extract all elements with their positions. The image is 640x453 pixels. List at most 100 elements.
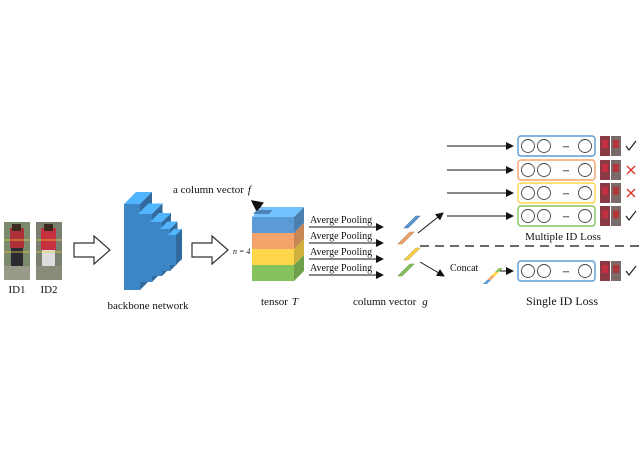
thumbnail-b-shirt xyxy=(613,140,619,148)
id2-label: ID2 xyxy=(40,284,57,296)
neuron-circle-2 xyxy=(537,264,551,278)
neuron-circle-3 xyxy=(578,264,592,278)
tensor-side-yellow xyxy=(294,239,304,265)
concat-label: Concat xyxy=(450,263,479,274)
backbone-block-front-3 xyxy=(150,222,162,276)
check-icon xyxy=(625,140,637,151)
tensor-stripe-yellow xyxy=(252,249,294,265)
person-image-id2 xyxy=(36,222,62,280)
backbone-block-top-4 xyxy=(160,221,178,229)
neuron-circle-1 xyxy=(521,139,535,153)
cross-icon xyxy=(626,165,636,175)
loss-row-1: ••• xyxy=(517,135,637,157)
neuron-circle-1 xyxy=(521,163,535,177)
single-loss-label: Single ID Loss xyxy=(526,294,598,308)
vector-f-strip xyxy=(253,210,273,214)
ellipsis-label: ••• xyxy=(563,145,569,151)
id1-label: ID1 xyxy=(8,284,25,296)
neuron-circle-2 xyxy=(537,139,551,153)
ellipsis-label: ••• xyxy=(563,270,569,276)
thumbnail-a-shirt xyxy=(602,140,608,148)
n-label: n = 4 xyxy=(233,247,250,256)
thumbnail-b-shirt xyxy=(613,164,619,172)
vector-g-orange xyxy=(397,231,415,245)
loss-row-box xyxy=(517,182,596,204)
neuron-circle-3 xyxy=(578,186,592,200)
hollow-arrow-1 xyxy=(73,234,111,266)
ellipsis-label: ••• xyxy=(563,169,569,175)
neuron-circle-1 xyxy=(521,186,535,200)
tensor-top xyxy=(252,207,304,217)
pooling-label-1: Averge Pooling xyxy=(310,215,372,226)
backbone-block-front-2 xyxy=(138,214,152,282)
vector-g-green xyxy=(397,263,415,277)
tensor-side-green xyxy=(294,255,304,281)
tensor-stripe-green xyxy=(252,265,294,281)
tensor-stripe-blue xyxy=(252,217,294,233)
vector-g-yellow xyxy=(403,247,421,261)
tensor-stripe-orange xyxy=(252,233,294,249)
thumbnail-b-shirt xyxy=(613,210,619,218)
check-icon xyxy=(625,210,637,221)
multiple-id-loss: ••• ••• ••• ••• xyxy=(517,135,637,227)
concat-segment-green xyxy=(495,268,503,272)
arrow-to-concat xyxy=(419,261,445,277)
neuron-circle-2 xyxy=(537,163,551,177)
thumbnail-a-shirt xyxy=(602,210,608,218)
neuron-circle-2 xyxy=(537,186,551,200)
pooling-label-2: Averge Pooling xyxy=(310,231,372,242)
neuron-circle-2 xyxy=(537,209,551,223)
concat-segment-blue xyxy=(483,280,491,284)
tensor-side-orange xyxy=(294,223,304,249)
backbone-block-front-5 xyxy=(168,235,176,265)
backbone-block-top-3 xyxy=(150,213,171,222)
backbone-block-front-4 xyxy=(160,229,170,271)
neuron-circle-1 xyxy=(521,209,535,223)
thumbnail-b-shirt xyxy=(613,187,619,195)
person-image-id1 xyxy=(4,222,30,280)
thumbnail-a-shirt xyxy=(602,265,608,273)
thumbnail-a-shirt xyxy=(602,164,608,172)
concat-vector xyxy=(483,268,503,284)
cross-icon xyxy=(626,188,636,198)
pooling-group: Averge Pooling Averge Pooling Averge Poo… xyxy=(309,215,384,279)
loss-row-4: ••• xyxy=(517,205,637,227)
thumbnail-b-shirt xyxy=(613,265,619,273)
pooling-label-3: Averge Pooling xyxy=(310,247,372,258)
backbone-block-front-1 xyxy=(124,204,140,290)
backbone-block-top-5 xyxy=(168,229,182,235)
backbone-block-top-2 xyxy=(138,203,163,214)
single-id-loss: ••• xyxy=(517,260,637,282)
backbone-block-top-1 xyxy=(124,192,152,204)
neuron-circle-1 xyxy=(521,264,535,278)
hollow-arrow-2 xyxy=(191,234,229,266)
thumbnail-a-shirt xyxy=(602,187,608,195)
column-vectors-g xyxy=(397,215,421,277)
tensor-t xyxy=(252,207,304,281)
loss-row-box xyxy=(517,260,596,282)
arrow-to-multiple xyxy=(417,212,444,234)
vector-g-blue xyxy=(403,215,421,229)
neuron-circle-3 xyxy=(578,163,592,177)
neuron-circle-3 xyxy=(578,139,592,153)
loss-row-single: ••• xyxy=(517,260,637,282)
concat-segment-yellow xyxy=(491,272,499,276)
backbone-network xyxy=(124,192,182,290)
ellipsis-label: ••• xyxy=(563,192,569,198)
loss-row-3: ••• xyxy=(517,182,636,204)
concat-segment-orange xyxy=(487,276,495,280)
backbone-block-side-5 xyxy=(176,229,182,265)
loss-row-2: ••• xyxy=(517,159,636,181)
multiple-loss-label: Multiple ID Loss xyxy=(525,231,601,243)
loss-row-box xyxy=(517,159,596,181)
tensor-side-blue xyxy=(294,207,304,233)
neuron-circle-3 xyxy=(578,209,592,223)
ellipsis-label: ••• xyxy=(563,215,569,221)
pooling-label-4: Averge Pooling xyxy=(310,263,372,274)
backbone-label: backbone network xyxy=(108,300,189,312)
loss-row-box xyxy=(517,135,596,157)
